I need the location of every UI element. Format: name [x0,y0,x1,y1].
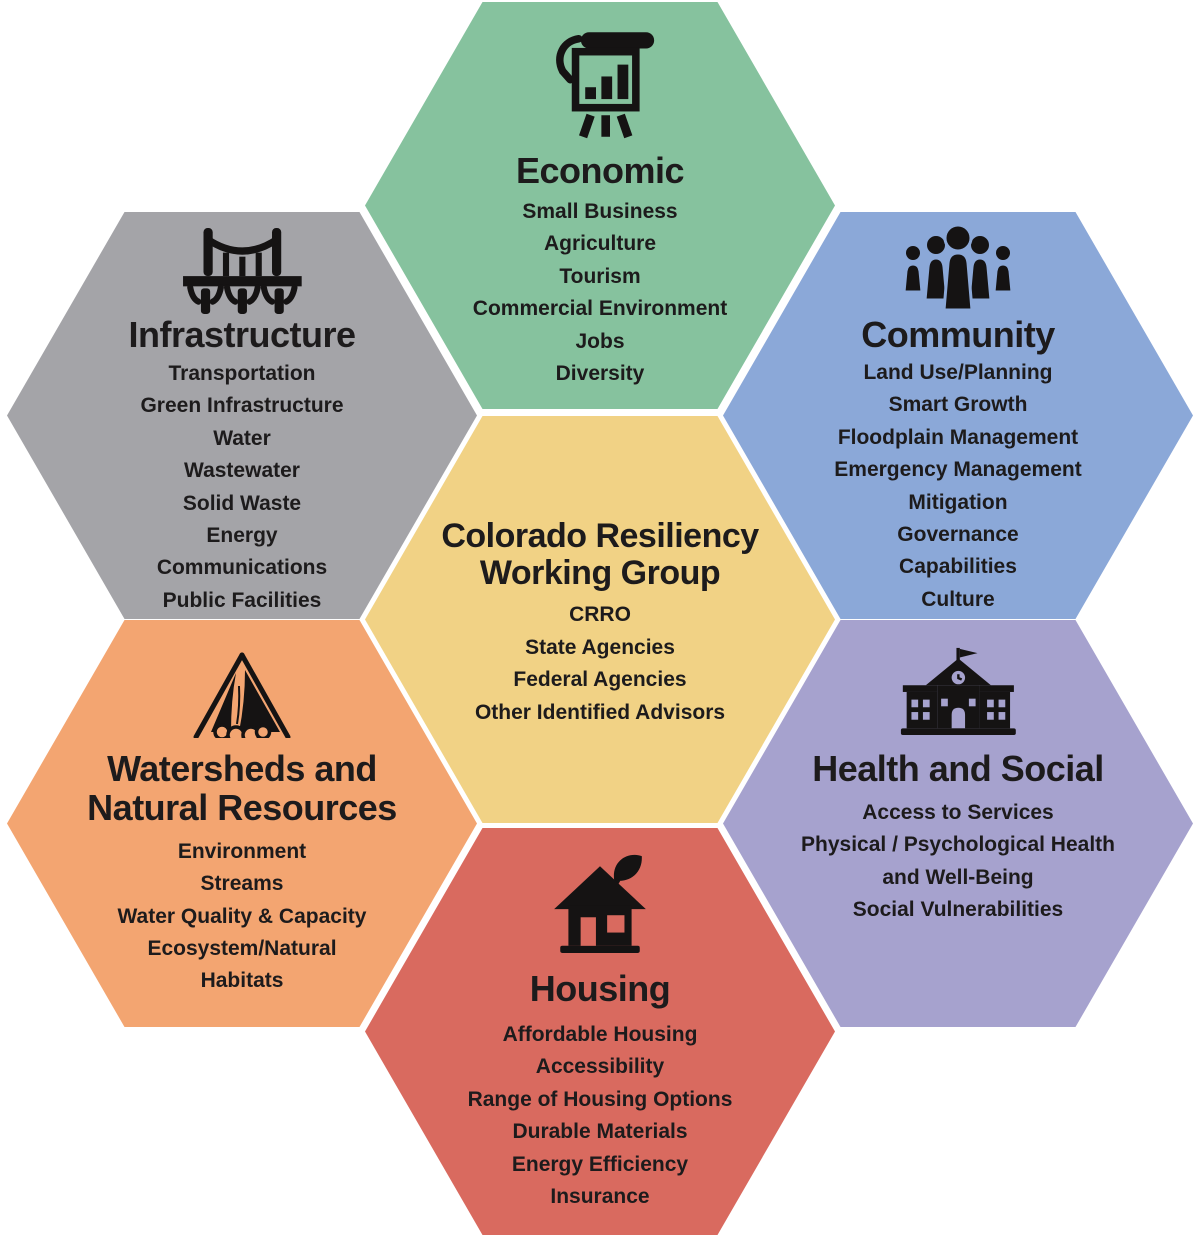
list-item: Wastewater [184,459,300,483]
list-item: Social Vulnerabilities [852,898,1064,922]
list-item: Environment [177,839,307,863]
list-item: Public Facilities [162,588,322,612]
presentation-chart-icon [540,28,661,140]
list-item: Green Infrastructure [140,394,344,418]
mountain-waterfall-icon [190,648,294,744]
list-item: Diversity [555,361,645,385]
list-item: Culture [921,587,995,611]
list-item: Land Use/Planning [863,360,1053,384]
school-icon [899,646,1018,736]
list-item: Federal Agencies [513,668,687,692]
list-item: State Agencies [525,635,675,659]
center-item-list: CRRO State Agencies Federal Agencies Oth… [475,599,725,729]
list-item: CRRO [569,603,631,627]
list-item: Commercial Environment [472,297,728,321]
list-item: Physical / Psychological Health and Well… [801,833,1115,889]
list-item: Affordable Housing [502,1022,698,1046]
list-item: Energy [206,523,278,547]
hexagon-title-watersheds: Watersheds and Natural Resources [87,748,397,828]
list-item: Other Identified Advisors [474,700,726,724]
list-item: Durable Materials [512,1120,688,1144]
people-group-icon [896,224,1020,314]
hexagon-title-community: Community [861,314,1055,355]
infrastructure-item-list: Transportation Green Infrastructure Wate… [140,358,343,617]
list-item: Energy Efficiency [511,1152,689,1176]
hexagon-title-economic: Economic [515,150,685,191]
bridge-icon [181,226,304,316]
list-item: Access to Services [862,800,1054,824]
list-item: Insurance [550,1184,650,1208]
list-item: Agriculture [543,232,656,256]
hexagon-title-center: Colorado Resiliency Working Group [441,517,759,592]
list-item: Emergency Management [834,458,1082,482]
list-item: Range of Housing Options [467,1087,733,1111]
list-item: Governance [897,522,1019,546]
list-item: Ecosystem/Natural Habitats [147,936,337,993]
list-item: Streams [200,872,284,896]
list-item: Floodplain Management [837,425,1079,449]
list-item: Accessibility [535,1055,665,1079]
hexagon-title-housing: Housing [529,968,671,1009]
list-item: Communications [156,556,328,580]
watersheds-item-list: Environment Streams Water Quality & Capa… [118,836,367,998]
list-item: Jobs [575,329,625,353]
list-item: Solid Waste [182,491,302,515]
health-item-list: Access to Services Physical / Psychologi… [801,797,1115,927]
list-item: Smart Growth [888,393,1028,417]
economic-item-list: Small Business Agriculture Tourism Comme… [473,196,727,390]
house-leaf-icon [547,850,653,956]
community-item-list: Land Use/Planning Smart Growth Floodplai… [834,357,1081,616]
housing-item-list: Affordable Housing Accessibility Range o… [468,1019,733,1213]
list-item: Mitigation [908,490,1008,514]
hexagon-title-health: Health and Social [812,748,1104,789]
hexagon-title-infrastructure: Infrastructure [128,314,356,355]
list-item: Small Business [522,199,678,223]
list-item: Tourism [559,264,641,288]
list-item: Capabilities [899,555,1017,579]
list-item: Water [213,426,271,450]
list-item: Transportation [168,361,316,385]
list-item: Water Quality & Capacity [117,904,367,928]
